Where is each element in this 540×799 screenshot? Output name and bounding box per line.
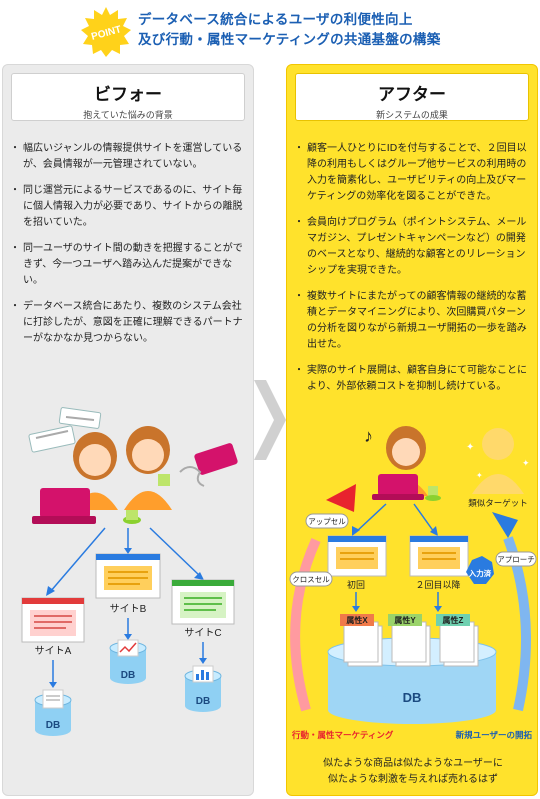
new-user-dev-label: 新規ユーザーの開拓 — [456, 730, 533, 740]
before-bullet-3: 同一ユーザのサイト間の動きを把握することができず、今一つユーザへ踏み込んだ提案が… — [10, 241, 245, 289]
red-arrowhead-icon — [326, 484, 356, 512]
after-bullet-1: 顧客一人ひとりにIDを付与することで、２回目以降の利用もしくはグループ他サービス… — [294, 141, 529, 205]
site-b-label: サイトB — [110, 603, 147, 615]
arrowhead — [430, 526, 438, 536]
header-title-line2: 及び行動・属性マーケティングの共通基盤の構築 — [138, 32, 441, 48]
db-a-label: DB — [46, 720, 60, 731]
flow-arrows — [49, 527, 201, 593]
input-done-badge: 入力済 — [466, 556, 494, 584]
attr-arrows — [355, 592, 439, 606]
after-caption: 似たような商品は似たようなユーザーに 似たような刺激を与えれば売れるはず — [290, 756, 536, 788]
cross-sell-label: クロスセル — [292, 575, 330, 584]
arrowhead — [46, 586, 55, 596]
arrow-to-site-c — [149, 527, 201, 577]
after-bullets: 顧客一人ひとりにIDを付与することで、２回目以降の利用もしくはグループ他サービス… — [294, 141, 529, 405]
arrowhead — [124, 548, 132, 554]
arrow-to-site-a — [49, 527, 106, 593]
after-diagram: ♪ ✦ ✦ ✦ 類似ターゲット アップセル — [289, 426, 537, 740]
arrowhead — [124, 634, 132, 640]
before-bullet-4: データベース統合にあたり、複数のシステム会社に打診したが、意図を正確に理解できる… — [10, 299, 245, 347]
after-title: アフター — [378, 85, 446, 105]
first-time-label: 初回 — [347, 579, 365, 590]
db-cylinder-a — [34, 689, 72, 736]
cross-sell-tag: クロスセル — [289, 571, 333, 587]
attr-y-stack — [388, 614, 431, 667]
before-bullet-2: 同じ運営元によるサービスであるのに、サイト毎に個人情報入力が必要であり、サイトか… — [10, 183, 245, 231]
worried-person-icon — [124, 426, 172, 510]
flow-arrows — [355, 503, 435, 533]
after-bullet-2: 会員向けプログラム（ポイントシステム、メールマガジン、プレゼントキャンペーンなど… — [294, 215, 529, 279]
svg-text:✦: ✦ — [522, 458, 530, 468]
header: POINT データベース統合によるユーザの利便性向上 及び行動・属性マーケティン… — [0, 0, 540, 62]
sigh-icon — [179, 466, 205, 487]
second-time-label: ２回目以降 — [415, 579, 460, 590]
paper-icon — [28, 425, 76, 453]
second-time-window — [409, 535, 469, 577]
arrowhead — [352, 606, 360, 612]
cup-icon — [158, 474, 170, 486]
behavior-marketing-label: 行動・属性マーケティング — [291, 730, 394, 740]
arrowhead — [199, 658, 207, 664]
laptop-icon — [32, 488, 96, 524]
similar-target-silhouette-icon: ✦ ✦ ✦ — [466, 428, 530, 494]
transition-arrow-icon — [254, 380, 286, 460]
attr-z-stack — [436, 614, 479, 667]
cup-icon — [425, 486, 441, 501]
before-title: ビフォー — [94, 85, 162, 105]
arrowhead — [352, 526, 360, 536]
similar-target-label: 類似ターゲット — [468, 498, 528, 508]
db-c-label: DB — [196, 696, 210, 707]
header-title: データベース統合によるユーザの利便性向上 及び行動・属性マーケティングの共通基盤… — [138, 10, 518, 50]
site-b-window — [95, 553, 161, 599]
after-bullet-3: 複数サイトにまたがっての顧客情報の継続的な蓄積とデータマイニングにより、次回購買… — [294, 289, 529, 353]
laptop-icon — [194, 443, 238, 475]
after-caption-line2: 似たような刺激を与えれば売れるはず — [328, 774, 498, 785]
header-title-line1: データベース統合によるユーザの利便性向上 — [138, 12, 413, 28]
after-caption-line1: 似たような商品は似たようなユーザーに — [323, 758, 503, 769]
approach-tag: アプローチ — [495, 551, 537, 567]
upsell-tag: アップセル — [305, 513, 349, 529]
cup-icon — [123, 510, 141, 524]
attr-y-label: 属性Y — [394, 615, 416, 625]
db-b-label: DB — [121, 670, 135, 681]
attr-z-label: 属性Z — [443, 615, 464, 625]
db-label: DB — [403, 690, 422, 705]
approach-label: アプローチ — [497, 555, 535, 564]
music-note-icon: ♪ — [364, 426, 373, 446]
before-header: ビフォー 抱えていた悩みの背景 — [11, 73, 245, 121]
before-subtitle: 抱えていた悩みの背景 — [83, 111, 173, 121]
attr-x-label: 属性X — [346, 615, 368, 625]
arrowhead — [194, 572, 204, 580]
paper-icon — [58, 407, 102, 429]
db-arrows — [52, 618, 204, 682]
svg-text:✦: ✦ — [466, 442, 474, 453]
after-subtitle: 新システムの成果 — [376, 111, 448, 121]
svg-text:✦: ✦ — [476, 471, 483, 480]
db-cylinder-c — [184, 665, 222, 712]
before-bullet-1: 幅広いジャンルの情報提供サイトを運営しているが、会員情報が一元管理されていない。 — [10, 141, 245, 173]
arrowhead — [434, 606, 442, 612]
upsell-label: アップセル — [308, 517, 346, 526]
db-cylinder-b — [109, 639, 147, 684]
site-c-window — [171, 579, 235, 625]
worried-person-icon — [72, 432, 118, 510]
laptop-icon — [372, 474, 424, 500]
input-done-label: 入力済 — [468, 568, 492, 578]
point-badge: POINT — [81, 7, 131, 57]
cross-sell-curve — [290, 537, 321, 712]
arrowhead — [49, 682, 57, 688]
site-a-window — [21, 597, 85, 643]
attr-x-stack — [340, 614, 383, 667]
before-bullets: 幅広いジャンルの情報提供サイトを運営しているが、会員情報が一元管理されていない。… — [10, 141, 245, 357]
first-time-window — [327, 535, 387, 577]
site-a-label: サイトA — [35, 645, 72, 657]
before-diagram: サイトB サイトA サイトC DB — [21, 407, 238, 736]
site-c-label: サイトC — [184, 627, 221, 639]
after-header: アフター 新システムの成果 — [295, 73, 529, 121]
after-bullet-4: 実際のサイト展開は、顧客自身にて可能なことにより、外部依頼コストを抑制し続けてい… — [294, 363, 529, 395]
starburst-shape — [81, 7, 131, 57]
blue-arrowhead-icon — [492, 512, 518, 538]
